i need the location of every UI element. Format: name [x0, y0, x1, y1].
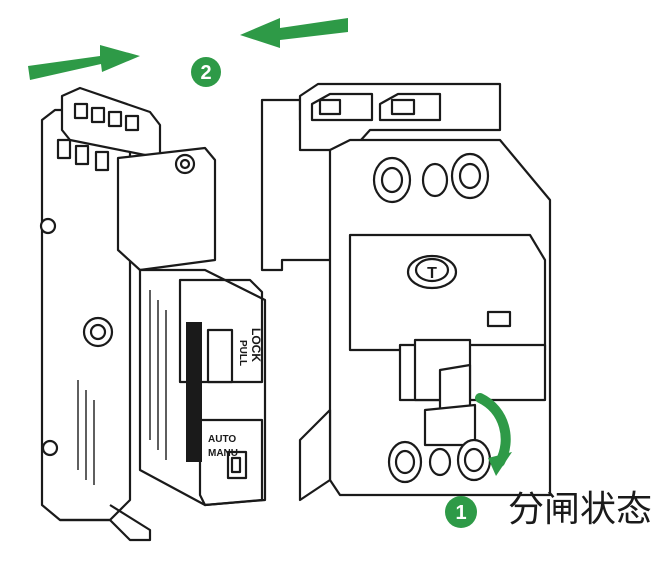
rating-marks — [77, 290, 167, 485]
insert-arrow-right — [28, 45, 140, 80]
insert-arrow-left — [240, 18, 348, 48]
pull-label: PULL — [237, 340, 248, 366]
step-1-number: 1 — [455, 502, 466, 524]
step-1-label: 分闸状态 — [508, 489, 653, 530]
rotate-arrowhead — [488, 452, 512, 476]
step-2-badge — [191, 57, 221, 87]
manu-label: MANU — [208, 448, 238, 459]
test-button-label: T — [427, 265, 437, 282]
label-strip — [186, 322, 202, 462]
auto-label: AUTO — [208, 434, 236, 445]
step-2-number: 2 — [200, 62, 211, 84]
step-1-badge — [445, 496, 477, 528]
auxiliary-module — [39, 86, 267, 542]
lock-label: LOCK — [249, 328, 263, 362]
